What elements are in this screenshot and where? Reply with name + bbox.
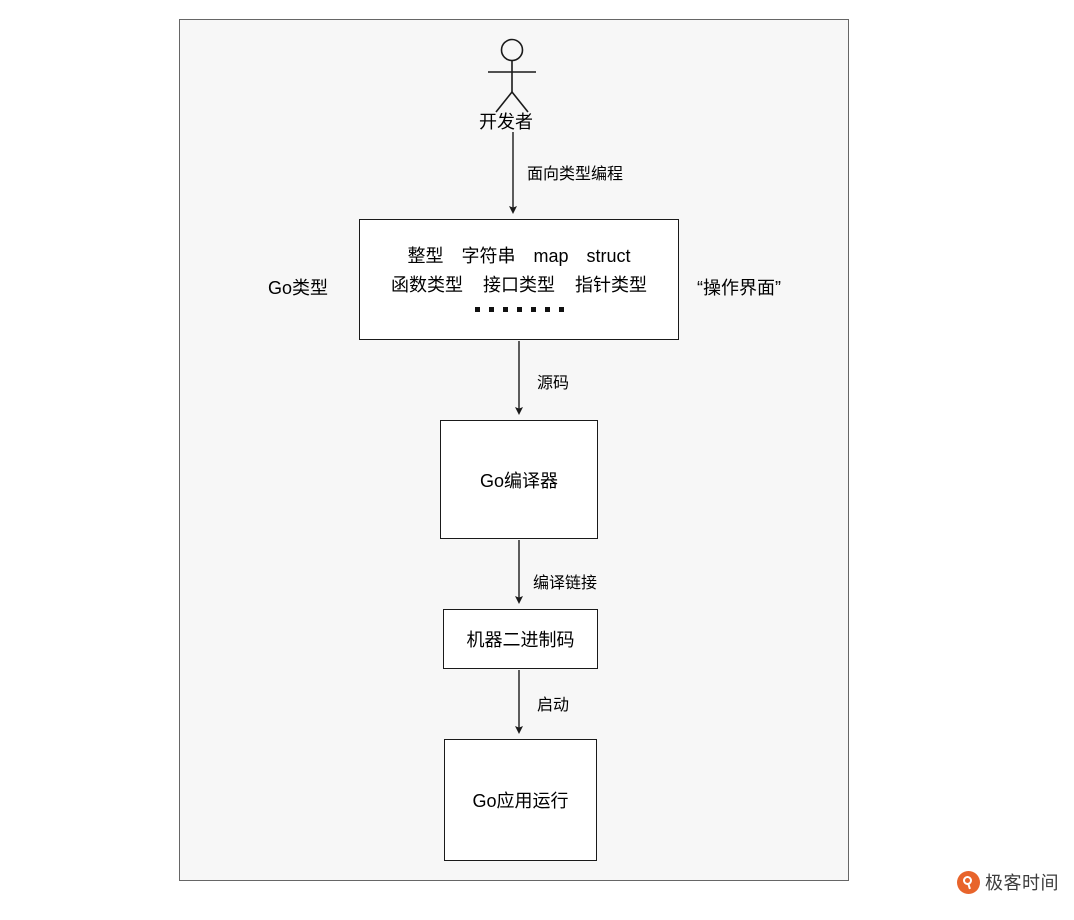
machine-binary-label: 机器二进制码 xyxy=(466,630,575,650)
edge-label-oop: 面向类型编程 xyxy=(527,166,624,183)
go-types-box[interactable]: 整型 字符串 map struct 函数类型 接口类型 指针类型 xyxy=(359,219,679,340)
operation-ui-side-label: “操作界面” xyxy=(697,278,781,298)
types-row-primitive: 整型 字符串 map struct xyxy=(407,246,631,267)
edge-label-source: 源码 xyxy=(537,375,570,392)
machine-binary-box[interactable]: 机器二进制码 xyxy=(443,609,598,669)
type-chip-map: map xyxy=(533,246,569,267)
type-chip-string: 字符串 xyxy=(461,246,516,267)
edge-label-start: 启动 xyxy=(537,697,570,714)
developer-actor-label: 开发者 xyxy=(479,112,533,132)
ellipsis-dot xyxy=(502,306,508,312)
geek-time-logo-icon xyxy=(957,871,980,894)
type-chip-interface: 接口类型 xyxy=(483,275,555,295)
watermark: 极客时间 xyxy=(957,871,1059,894)
ellipsis-dot xyxy=(488,306,494,312)
go-compiler-box[interactable]: Go编译器 xyxy=(440,420,598,539)
type-chip-func: 函数类型 xyxy=(391,275,463,295)
types-ellipsis-dots xyxy=(474,306,564,312)
go-compiler-label: Go编译器 xyxy=(479,470,558,491)
watermark-text: 极客时间 xyxy=(985,872,1059,893)
ellipsis-dot xyxy=(544,306,550,312)
edge-label-link: 编译链接 xyxy=(533,575,598,592)
go-app-runtime-label: Go应用运行 xyxy=(472,791,569,811)
type-chip-pointer: 指针类型 xyxy=(575,275,647,295)
go-types-side-label: Go类型 xyxy=(268,278,329,298)
ellipsis-dot xyxy=(516,306,522,312)
ellipsis-dot xyxy=(474,306,480,312)
ellipsis-dot xyxy=(558,306,564,312)
types-row-composite: 函数类型 接口类型 指针类型 xyxy=(391,275,647,296)
ellipsis-dot xyxy=(530,306,536,312)
developer-actor-icon xyxy=(488,38,536,113)
type-chip-int: 整型 xyxy=(407,246,444,267)
type-chip-struct: struct xyxy=(586,246,631,267)
go-app-runtime-box[interactable]: Go应用运行 xyxy=(444,739,597,861)
